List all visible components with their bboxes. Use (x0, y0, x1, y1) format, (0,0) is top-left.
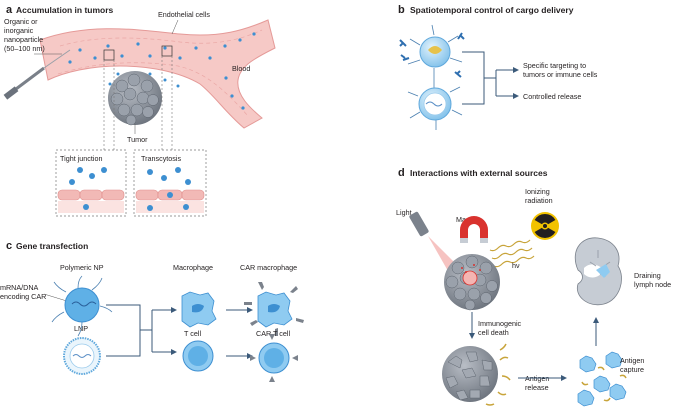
tight-junction-box: Tight junction (55, 149, 127, 217)
t-cell-label: T cell (184, 329, 201, 338)
tumor-d (444, 254, 500, 311)
release-nanoparticle (407, 78, 463, 130)
panel-d-letter: d (398, 167, 405, 179)
np-label-3: nanoparticle (4, 35, 43, 44)
polymeric-np (51, 275, 113, 337)
panel-a: a Accumulation in tumors Endothelial cel… (3, 4, 276, 217)
np-label-2: inorganic (4, 26, 34, 35)
dying-tumor (442, 343, 511, 406)
lnp (63, 337, 101, 375)
car-macrophage-label: CAR macrophage (240, 263, 297, 272)
t-cell (182, 340, 214, 372)
tumor-label: Tumor (127, 135, 148, 144)
endothelial-label: Endothelial cells (158, 10, 210, 19)
draining-label-2: lymph node (634, 280, 671, 289)
panel-c-letter: c (6, 240, 12, 252)
lymph-node (574, 237, 622, 306)
hv-label: hν (512, 261, 520, 270)
light-label: Light (396, 208, 412, 217)
macrophage-label: Macrophage (173, 263, 213, 272)
targeting-label-2: tumors or immune cells (523, 70, 598, 79)
targeting-label-1: Specific targeting to (523, 61, 586, 70)
immunogenic-label-1: Immunogenic (478, 319, 522, 328)
mrna-label-2: encoding CAR (0, 292, 46, 301)
car-t-cell-label: CAR T cell (256, 329, 290, 338)
panel-d: d Interactions with external sources Lig… (396, 167, 671, 407)
panel-c-title: Gene transfection (16, 241, 88, 251)
radiation-waves (489, 239, 535, 268)
immunogenic-label-2: cell death (478, 328, 509, 337)
vessel-nanoparticles (68, 32, 256, 110)
syringe-icon (3, 49, 71, 100)
transcytosis-label: Transcytosis (141, 154, 181, 163)
panel-b: b Spatiotemporal control of cargo delive… (398, 4, 598, 130)
blood-label: Blood (232, 64, 250, 73)
np-label-1: Organic or (4, 17, 38, 26)
lnp-label: LNP (74, 324, 88, 333)
macrophage (181, 291, 217, 328)
ionizing-label-2: radiation (525, 196, 553, 205)
panel-a-title: Accumulation in tumors (16, 5, 114, 15)
antigen-capture-label-1: Antigen (620, 356, 644, 365)
np-label-4: (50–100 nm) (4, 44, 45, 53)
draining-label-1: Draining (634, 271, 661, 280)
antigen-capture-label-2: capture (620, 365, 644, 374)
tumor-a (108, 71, 162, 126)
ionizing-label-1: Ionizing (525, 187, 550, 196)
mrna-label-1: mRNA/DNA (0, 283, 39, 292)
panel-b-letter: b (398, 4, 405, 16)
radiation-icon (531, 212, 559, 240)
car-t-cell (250, 334, 298, 382)
panel-b-title: Spatiotemporal control of cargo delivery (410, 5, 574, 15)
panel-a-letter: a (6, 4, 13, 16)
antigen-release-label-2: release (525, 383, 549, 392)
targeted-nanoparticle (399, 24, 465, 78)
release-label: Controlled release (523, 92, 581, 101)
panel-c: c Gene transfection Polymeric NP mRNA/DN… (0, 240, 304, 382)
car-macrophage (244, 282, 304, 336)
tight-junction-label: Tight junction (60, 154, 102, 163)
magnet-icon (460, 216, 488, 243)
polymeric-np-label: Polymeric NP (60, 263, 104, 272)
antigen-capture-cells (577, 351, 627, 407)
blood-vessel (39, 19, 276, 129)
panel-d-title: Interactions with external sources (410, 168, 548, 178)
transcytosis-box: Transcytosis (133, 149, 207, 217)
